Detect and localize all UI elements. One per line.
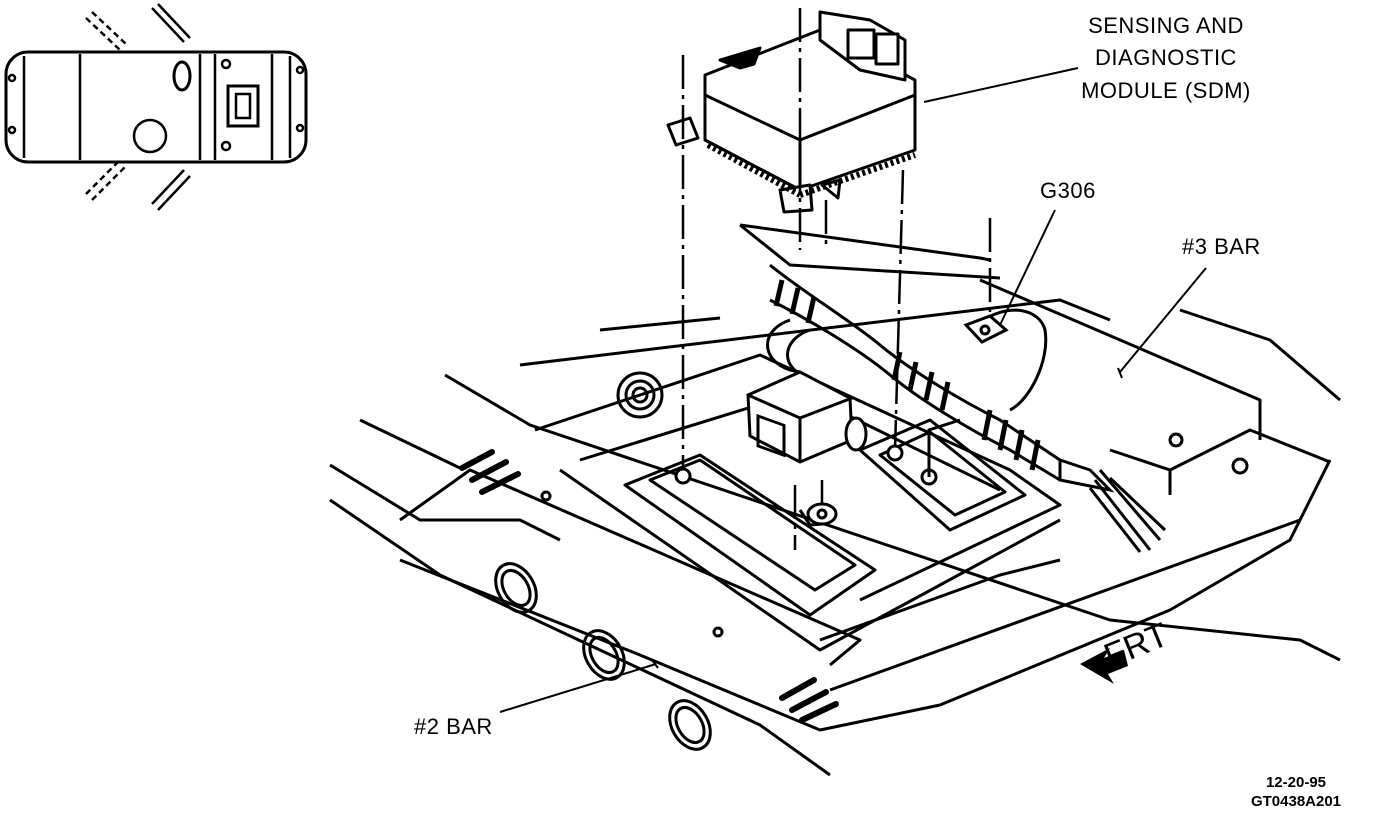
ground-terminal-g306 (963, 314, 1009, 344)
g306-label: G306 (1040, 178, 1096, 203)
bar2-holes (494, 371, 1249, 751)
sdm-module (666, 10, 917, 214)
sdm-label-line1: SENSING AND (1088, 13, 1244, 38)
figure-code: GT0438A201 (1251, 793, 1341, 810)
date-stamp: 12-20-95 (1266, 774, 1326, 791)
front-arrow-icon (1080, 648, 1128, 684)
front-label: FRT (1099, 616, 1174, 676)
harness-ribs (773, 279, 1041, 471)
alignment-lines (681, 8, 992, 550)
bar3-label: #3 BAR (1182, 234, 1261, 259)
sdm-label-line2: DIAGNOSTIC (1095, 45, 1237, 70)
sdm-base-serration (706, 142, 916, 198)
stamped-marks (459, 449, 839, 723)
mounting-studs (674, 418, 961, 527)
floor-pan (329, 223, 1341, 777)
bar2-label: #2 BAR (414, 714, 493, 739)
harness-connector (746, 370, 868, 464)
leader-lines (499, 67, 1207, 713)
sdm-label-line3: MODULE (SDM) (1081, 78, 1251, 103)
vehicle-locator-inset (4, 3, 308, 211)
